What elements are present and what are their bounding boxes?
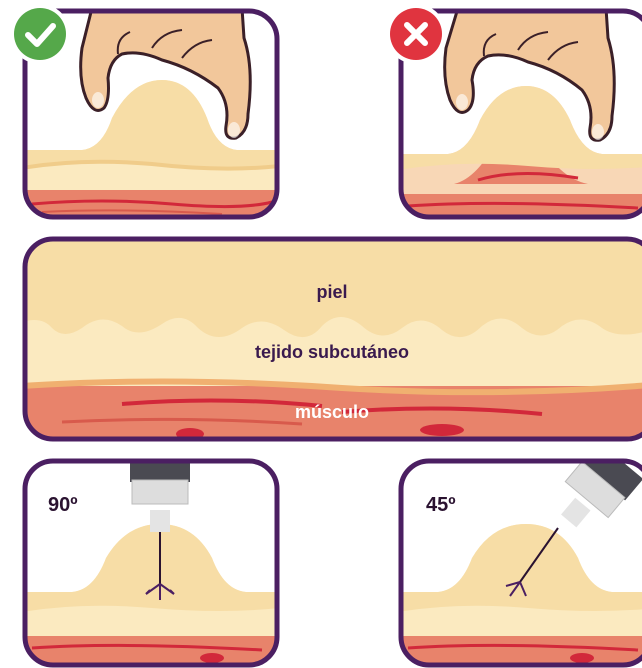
skin-label: piel xyxy=(22,282,642,303)
cross-icon xyxy=(390,8,442,60)
muscle-label: músculo xyxy=(22,402,642,423)
correct-pinch-panel xyxy=(22,8,280,220)
injection-45-illustration xyxy=(398,458,642,668)
skin-layers-panel: piel tejido subcutáneo músculo xyxy=(22,236,642,442)
injection-90-panel: 90º xyxy=(22,458,280,668)
injection-90-illustration xyxy=(22,458,280,668)
injection-45-panel: 45º xyxy=(398,458,642,668)
angle-45-label: 45º xyxy=(426,494,456,517)
subcutaneous-label: tejido subcutáneo xyxy=(22,342,642,363)
check-icon xyxy=(14,8,66,60)
incorrect-pinch-panel xyxy=(398,8,642,220)
angle-90-label: 90º xyxy=(48,494,78,517)
